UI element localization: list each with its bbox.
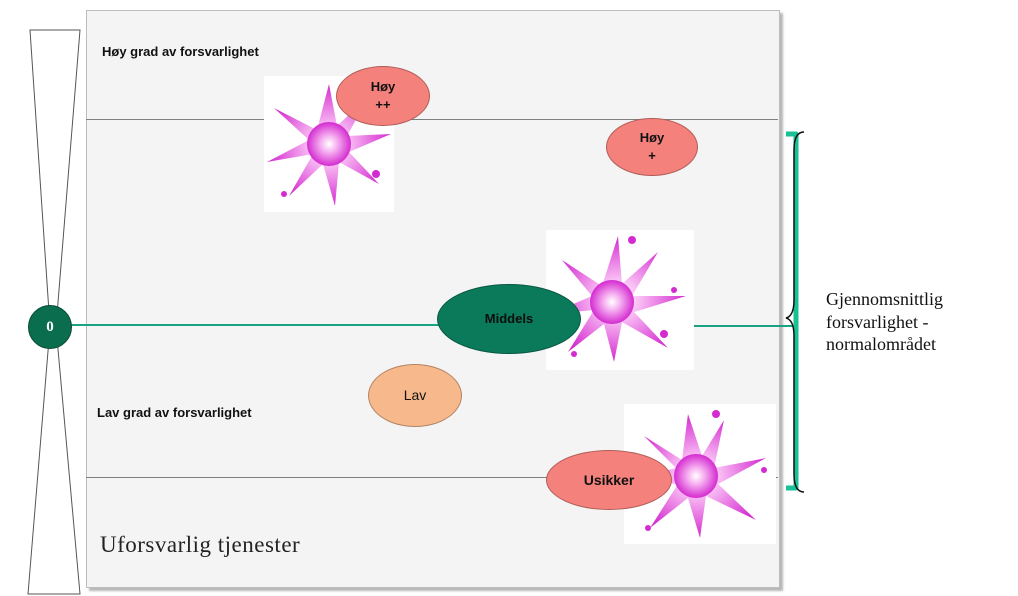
normal-range-label: Gjennomsnittlig forsvarlighet - normalom… (826, 289, 943, 354)
level-middels: Middels (437, 284, 581, 354)
level-usikker: Usikker (546, 450, 672, 510)
level-hoy-plus: Høy + (606, 118, 698, 176)
level-hoy-plus-plus: Høy ++ (336, 66, 430, 126)
level-lav: Lav (368, 364, 462, 427)
zero-marker: 0 (28, 305, 72, 349)
low-zone-label: Lav grad av forsvarlighet (97, 405, 252, 420)
high-zone-boundary (86, 119, 778, 120)
normal-range-bracket (785, 131, 805, 493)
unacceptable-zone-label: Uforsvarlig tjenester (100, 532, 301, 557)
unacceptable-zone-boundary (86, 477, 778, 478)
high-zone-label: Høy grad av forsvarlighet (102, 44, 259, 59)
